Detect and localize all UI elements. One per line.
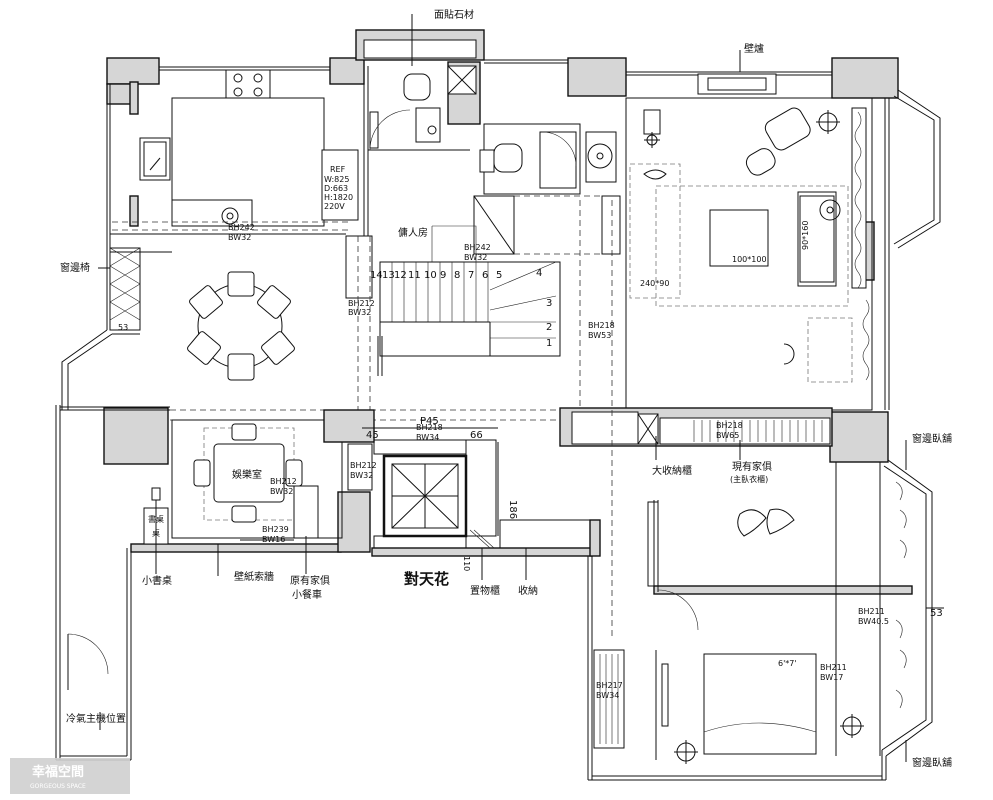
svg-text:45: 45: [366, 430, 379, 441]
svg-text:原有家俱: 原有家俱: [290, 574, 330, 587]
svg-text:14: 14: [370, 270, 383, 281]
svg-text:BH242: BH242: [464, 243, 491, 252]
wall-living-top-right: [831, 57, 899, 99]
watermark-logo: 幸福空間 GORGEOUS SPACE: [10, 758, 130, 794]
svg-text:53: 53: [118, 323, 128, 332]
svg-text:BH212: BH212: [270, 477, 297, 486]
svg-text:53: 53: [930, 608, 943, 619]
svg-text:186: 186: [507, 500, 518, 519]
svg-text:GORGEOUS SPACE: GORGEOUS SPACE: [30, 783, 86, 790]
svg-text:6'*7': 6'*7': [778, 659, 797, 668]
wall-left-block: [103, 407, 169, 465]
label-window-seat: 窗邊椅: [60, 261, 90, 274]
bookshelf: [593, 649, 625, 749]
svg-text:6: 6: [482, 270, 488, 281]
svg-text:100*100: 100*100: [732, 255, 767, 264]
svg-text:13: 13: [382, 270, 395, 281]
svg-text:3: 3: [546, 298, 552, 309]
svg-text:(主臥衣櫃): (主臥衣櫃): [730, 474, 768, 484]
svg-text:4: 4: [536, 268, 542, 279]
svg-text:90*160: 90*160: [801, 221, 810, 250]
svg-text:240*90: 240*90: [640, 279, 669, 288]
svg-text:BW40.5: BW40.5: [858, 617, 889, 626]
svg-text:BW32: BW32: [228, 233, 251, 242]
wall-bedroom-right-top: [829, 411, 889, 463]
svg-text:110: 110: [462, 556, 471, 571]
svg-text:幸福空間: 幸福空間: [32, 764, 84, 780]
entertainment-table: [193, 423, 303, 523]
svg-text:11: 11: [408, 270, 421, 281]
svg-text:220V: 220V: [324, 202, 345, 211]
label-large-storage: 大收納櫃: [652, 464, 692, 477]
label-window-bed-bottom: 窗邊臥舖: [912, 756, 952, 769]
refrigerator: [321, 149, 359, 221]
svg-text:現有家俱: 現有家俱: [732, 460, 772, 473]
svg-text:BW32: BW32: [348, 308, 371, 317]
svg-text:H:1820: H:1820: [324, 193, 353, 202]
svg-text:BW32: BW32: [350, 471, 373, 480]
entertainment-room-label: 娛樂室: [232, 468, 262, 481]
elevator: [382, 454, 468, 538]
svg-text:BW65: BW65: [716, 431, 739, 440]
svg-text:BH212: BH212: [348, 299, 375, 308]
svg-text:9: 9: [440, 270, 446, 281]
svg-text:5: 5: [496, 270, 502, 281]
svg-text:BH211: BH211: [820, 663, 847, 672]
label-storage: 收納: [518, 584, 538, 597]
toilet-maid: [403, 73, 431, 101]
wall-kitchen-top-right: [329, 57, 365, 85]
svg-text:66: 66: [470, 430, 483, 441]
pillows: [737, 508, 795, 537]
window-seat: [109, 247, 141, 331]
armchair: [797, 191, 837, 287]
svg-text:P45: P45: [420, 416, 439, 427]
svg-text:W:825: W:825: [324, 175, 349, 184]
label-fireplace: 壁爐: [744, 42, 764, 55]
bed: 6'*7': [674, 653, 864, 764]
wardrobe: [659, 417, 831, 445]
svg-text:BW34: BW34: [596, 691, 619, 700]
svg-text:BH239: BH239: [262, 525, 289, 534]
svg-text:BW32: BW32: [270, 487, 293, 496]
svg-text:7: 7: [468, 270, 474, 281]
cooktop: [225, 69, 271, 99]
label-small-desk: 小書桌: [142, 574, 172, 587]
svg-text:10: 10: [424, 270, 437, 281]
svg-text:BW17: BW17: [820, 673, 843, 682]
svg-text:BH242: BH242: [228, 223, 255, 232]
dining-set: [187, 271, 295, 381]
wall-kitchen-top-left: [106, 57, 160, 85]
svg-text:12: 12: [394, 270, 407, 281]
wall-living-top-left: [567, 57, 627, 97]
maid-room-label: 傭人房: [398, 226, 428, 239]
label-ac-unit: 冷氣主機位置: [66, 712, 126, 725]
small-cart: [293, 485, 319, 539]
svg-text:小餐車: 小餐車: [292, 588, 322, 601]
svg-text:8: 8: [454, 270, 460, 281]
lounge-chair: [745, 107, 811, 176]
label-window-bed-top: 窗邊臥舖: [912, 432, 952, 445]
kitchen-sink: [139, 137, 171, 181]
staircase: [380, 261, 557, 356]
toilet-2: [493, 143, 523, 173]
svg-text:BH218: BH218: [716, 421, 743, 430]
svg-text:BH218: BH218: [588, 321, 615, 330]
label-ceiling-align: 對天花: [404, 570, 449, 588]
ref-label: REF: [330, 165, 346, 174]
label-wallpaper-wall: 壁紙索牆: [234, 570, 274, 583]
svg-text:BH217: BH217: [596, 681, 623, 690]
svg-text:BW34: BW34: [416, 433, 439, 442]
svg-text:BH211: BH211: [858, 607, 885, 616]
svg-text:2: 2: [546, 322, 552, 333]
svg-text:BW53: BW53: [588, 331, 611, 340]
label-stone-finish: 面貼石材: [434, 8, 474, 21]
svg-text:BH212: BH212: [350, 461, 377, 470]
svg-text:D:663: D:663: [324, 184, 348, 193]
svg-text:BW32: BW32: [464, 253, 487, 262]
svg-text:1: 1: [546, 338, 552, 349]
label-display-cabinet: 置物櫃: [470, 584, 500, 597]
